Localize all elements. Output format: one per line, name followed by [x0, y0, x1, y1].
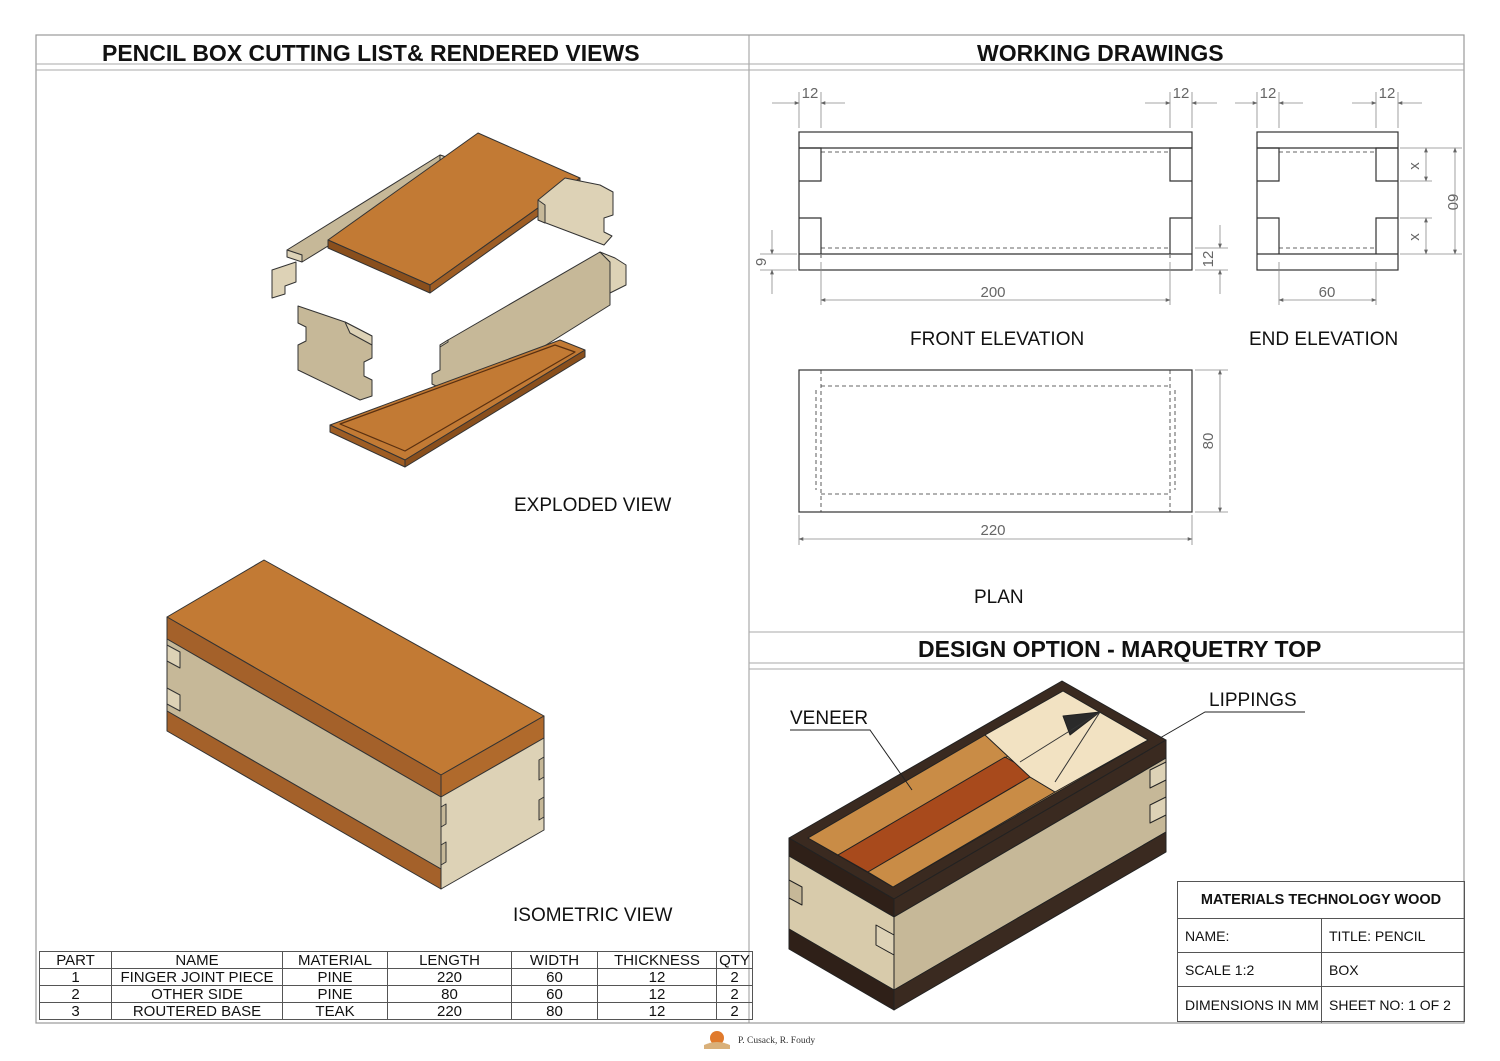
exploded-left-end: [271, 261, 373, 401]
plan-dims: [798, 369, 1228, 545]
title-block-scale: SCALE 1:2: [1185, 962, 1255, 978]
title-block-sheet-no: SHEET NO: 1 OF 2: [1321, 987, 1451, 1023]
dim-end-right-12: 12: [1379, 85, 1396, 102]
exploded-base: [329, 339, 586, 468]
table-header-row: PART NAME MATERIAL LENGTH WIDTH THICKNES…: [39, 951, 753, 969]
dim-plan-80: 80: [1200, 433, 1217, 450]
dim-front-left-12: 12: [802, 85, 819, 102]
exploded-view-label: EXPLODED VIEW: [514, 495, 672, 516]
front-elevation-label: FRONT ELEVATION: [910, 329, 1085, 350]
design-option-title: DESIGN OPTION - MARQUETRY TOP: [918, 636, 1322, 662]
title-block-title: TITLE: PENCIL: [1321, 919, 1425, 953]
isometric-view-label: ISOMETRIC VIEW: [513, 905, 673, 926]
dim-front-9: 9: [753, 258, 770, 266]
end-elevation-label: END ELEVATION: [1249, 329, 1399, 350]
lippings-leader: [1159, 711, 1305, 739]
right-sheet-title: WORKING DRAWINGS: [977, 40, 1224, 66]
header-qty: QTY: [716, 951, 753, 969]
title-block-heading: MATERIALS TECHNOLOGY WOOD: [1200, 892, 1442, 908]
exploded-view-drawing: [271, 132, 627, 468]
mtw-logo-icon: [704, 1031, 730, 1049]
cell-qty: 2: [716, 1002, 753, 1020]
title-block: MATERIALS TECHNOLOGY WOOD NAME: TITLE: P…: [1177, 881, 1465, 1023]
front-elevation-drawing: [798, 131, 1193, 271]
cell-thickness: 12: [597, 1002, 717, 1020]
working-drawings: 12 12 200 9 12: [753, 85, 1462, 545]
plan-drawing: [798, 369, 1193, 513]
exploded-right-end: [537, 177, 614, 246]
dim-plan-220: 220: [980, 522, 1005, 539]
table-row: 3 ROUTERED BASE TEAK 220 80 12 2: [39, 1002, 753, 1020]
dim-end-x-top: x: [1406, 162, 1423, 170]
header-material: MATERIAL: [282, 951, 388, 969]
veneer-callout: VENEER: [790, 708, 869, 729]
end-elevation-drawing: [1256, 131, 1399, 271]
author-credit: P. Cusack, R. Foudy: [700, 1028, 815, 1054]
pencil-tip: [984, 690, 1149, 793]
veneer-leader: [790, 729, 913, 791]
dim-front-200: 200: [980, 284, 1005, 301]
table-row: 2 OTHER SIDE PINE 80 60 12 2: [39, 985, 753, 1003]
end-elevation-dims: [1235, 92, 1462, 305]
lippings-callout: LIPPINGS: [1209, 690, 1297, 711]
title-block-row: DIMENSIONS IN MM SHEET NO: 1 OF 2: [1178, 986, 1464, 1023]
cutting-list-table: PART NAME MATERIAL LENGTH WIDTH THICKNES…: [39, 951, 753, 1020]
title-block-row: SCALE 1:2 BOX: [1178, 952, 1464, 987]
cell-material: TEAK: [282, 1002, 388, 1020]
cell-name: ROUTERED BASE: [111, 1002, 283, 1020]
left-sheet-title: PENCIL BOX CUTTING LIST& RENDERED VIEWS: [102, 40, 640, 66]
isometric-view-drawing: [166, 559, 545, 890]
title-block-dims: DIMENSIONS IN MM: [1185, 997, 1319, 1013]
dim-end-60-vertical: 60: [1444, 194, 1461, 211]
dim-end-60: 60: [1319, 284, 1336, 301]
credit-authors: P. Cusack, R. Foudy: [738, 1036, 816, 1046]
dim-end-x-bottom: x: [1406, 233, 1423, 241]
title-block-title-cont: BOX: [1321, 953, 1359, 987]
title-block-name: NAME:: [1185, 928, 1230, 944]
front-elevation-dims: [760, 92, 1228, 305]
cell-qty: 2: [716, 985, 753, 1003]
cell-width: 60: [511, 985, 598, 1003]
cell-length: 220: [387, 1002, 512, 1020]
dim-front-12-vertical: 12: [1200, 251, 1217, 268]
dim-end-left-12: 12: [1260, 85, 1277, 102]
title-block-row: NAME: TITLE: PENCIL: [1178, 918, 1464, 953]
plan-label: PLAN: [974, 587, 1024, 608]
dim-front-right-12: 12: [1173, 85, 1190, 102]
